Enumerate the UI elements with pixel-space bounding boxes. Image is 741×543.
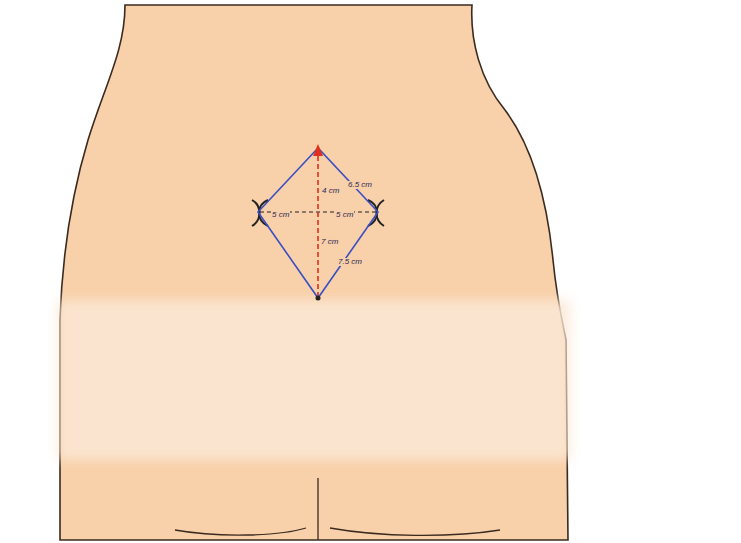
dimension-label: 4 cm — [321, 187, 340, 195]
dimension-label: 7 cm — [320, 238, 339, 246]
buttock-lines — [175, 478, 500, 540]
arrow-head — [313, 144, 323, 156]
vertex-dot — [316, 296, 321, 301]
vertical-line — [317, 156, 319, 298]
dimension-label: 7.5 cm — [337, 258, 363, 266]
blurred-band — [58, 300, 570, 460]
dimension-label: 6.5 cm — [347, 181, 373, 189]
dimension-label: 5 cm — [335, 211, 354, 219]
dimension-label: 5 cm — [271, 211, 290, 219]
michaelis-rhombus — [258, 148, 378, 298]
